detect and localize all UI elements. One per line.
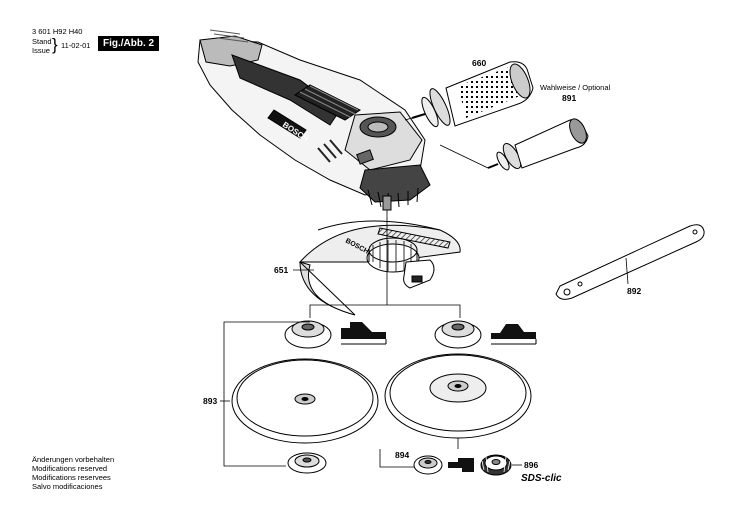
- flange-right: [434, 320, 482, 349]
- nut-896: [480, 454, 512, 476]
- optional-note: Wahlweise / Optional: [540, 83, 611, 92]
- angle-grinder: [197, 29, 431, 211]
- footer-note-de: Änderungen vorbehalten: [32, 455, 115, 464]
- part-label-651: 651: [274, 265, 288, 275]
- distribution-bracket: [309, 304, 461, 318]
- bracket-893: [223, 321, 310, 467]
- part-label-891: 891: [562, 93, 576, 103]
- doc-number: 3 601 H92 H40: [32, 27, 83, 36]
- footer-note-fr: Modifications reservees: [32, 473, 111, 482]
- handle-leader-line: [404, 117, 489, 169]
- nut-894: [413, 455, 443, 475]
- brace: }: [52, 35, 58, 54]
- flange-profile-right: [491, 324, 537, 345]
- leader-892: [625, 257, 629, 285]
- issue-label: Issue: [32, 46, 50, 55]
- nut-left: [287, 452, 327, 474]
- part-label-893: 893: [203, 396, 217, 406]
- flange-profile-left: [341, 322, 387, 345]
- guard-651: [298, 220, 461, 316]
- disc-left: [231, 358, 379, 444]
- part-label-892: 892: [627, 286, 641, 296]
- footer-note-es: Salvo modificaciones: [32, 482, 103, 491]
- handle-891: [487, 118, 589, 171]
- disc-right: [384, 353, 532, 439]
- part-label-896: 896: [524, 460, 538, 470]
- handle-660: [411, 61, 534, 128]
- stand-label: Stand: [32, 37, 52, 46]
- wrench-892: [555, 224, 705, 300]
- part-label-894: 894: [395, 450, 409, 460]
- flange-left: [284, 320, 332, 349]
- clamp-profile: [448, 458, 474, 472]
- sds-clic-label: SDS-clic: [521, 473, 562, 484]
- figure-label: Fig./Abb. 2: [98, 36, 160, 51]
- issue-date: 11-02-01: [61, 41, 91, 50]
- part-label-660: 660: [472, 58, 486, 68]
- bracket-894: [379, 449, 416, 468]
- footer-note-en: Modifications reserved: [32, 464, 108, 473]
